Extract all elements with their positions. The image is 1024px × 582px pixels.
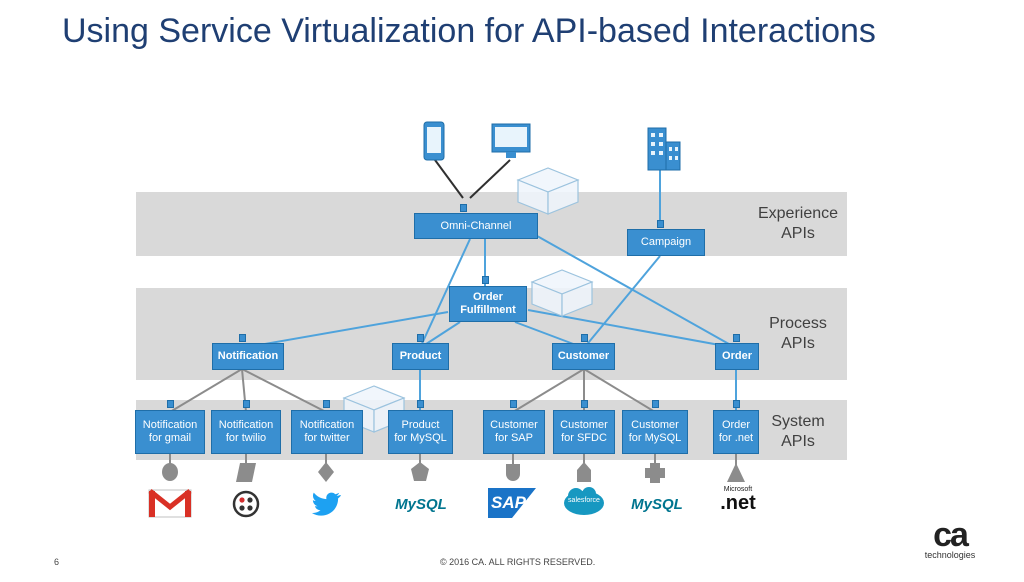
order-node[interactable]: Order bbox=[715, 343, 759, 370]
notification-twitter-node[interactable]: Notification for twitter bbox=[291, 410, 363, 454]
salesforce-logo: salesforce bbox=[562, 486, 606, 518]
twilio-logo bbox=[232, 490, 260, 518]
process-apis-label: Process APIs bbox=[769, 315, 827, 352]
wire-phone-omni bbox=[434, 159, 464, 199]
connector-parallelogram bbox=[236, 463, 256, 482]
connector-cross bbox=[645, 463, 665, 483]
order-net-node[interactable]: Order for .net bbox=[713, 410, 759, 454]
connector-circle bbox=[162, 463, 178, 481]
omni-channel-node[interactable]: Omni-Channel bbox=[414, 213, 538, 239]
notification-gmail-node[interactable]: Notification for gmail bbox=[135, 410, 205, 454]
gmail-logo bbox=[148, 488, 192, 518]
port-omni bbox=[460, 204, 467, 212]
wire-customer-sap bbox=[512, 368, 585, 413]
wire-campaign-customer bbox=[583, 255, 661, 349]
notification-node[interactable]: Notification bbox=[212, 343, 284, 370]
wire-notification-twitter bbox=[241, 368, 327, 413]
wire-customer-mysql bbox=[583, 368, 656, 413]
campaign-node[interactable]: Campaign bbox=[627, 229, 705, 256]
mysql-logo-customer: MySQL bbox=[631, 496, 683, 513]
port-campaign bbox=[657, 220, 664, 228]
wire-notification-gmail bbox=[169, 368, 243, 413]
port-mysql bbox=[417, 400, 424, 408]
ca-technologies-logo: ca technologies bbox=[924, 516, 976, 560]
page-number: 6 bbox=[54, 557, 60, 567]
phone-icon bbox=[423, 121, 445, 161]
virtual-service-cube-icon bbox=[530, 269, 594, 317]
customer-node[interactable]: Customer bbox=[552, 343, 615, 370]
port-sap bbox=[510, 400, 517, 408]
building-icon bbox=[647, 127, 681, 171]
product-mysql-node[interactable]: Product for MySQL bbox=[388, 410, 453, 454]
mysql-logo-product: MySQL bbox=[395, 496, 447, 513]
connector-tag bbox=[506, 464, 520, 481]
monitor-icon bbox=[491, 123, 531, 158]
wire-of-notification bbox=[241, 311, 449, 349]
virtual-service-cube-icon bbox=[516, 167, 580, 215]
connector-diamond bbox=[318, 462, 334, 482]
port-sfdc bbox=[581, 400, 588, 408]
slide-title: Using Service Virtualization for API-bas… bbox=[62, 12, 876, 50]
port-net bbox=[733, 400, 740, 408]
twitter-logo bbox=[310, 490, 342, 518]
microsoft-net-logo: Microsoft .net bbox=[720, 486, 756, 514]
order-fulfillment-node[interactable]: Order Fulfillment bbox=[449, 286, 527, 322]
port-gmail bbox=[167, 400, 174, 408]
customer-sap-node[interactable]: Customer for SAP bbox=[483, 410, 545, 454]
port-twitter bbox=[323, 400, 330, 408]
wire-monitor-omni bbox=[469, 159, 511, 199]
connector-triangle bbox=[727, 463, 745, 482]
notification-twilio-node[interactable]: Notification for twilio bbox=[211, 410, 281, 454]
sap-logo: SAP bbox=[488, 488, 536, 518]
product-node[interactable]: Product bbox=[392, 343, 449, 370]
customer-mysql-node[interactable]: Customer for MySQL bbox=[622, 410, 688, 454]
port-notification bbox=[239, 334, 246, 342]
port-order bbox=[733, 334, 740, 342]
connector-pentagon bbox=[411, 462, 429, 481]
port-customer bbox=[581, 334, 588, 342]
port-orderfulfillment bbox=[482, 276, 489, 284]
wire-omni-product bbox=[419, 238, 471, 349]
port-cmysql bbox=[652, 400, 659, 408]
connector-house bbox=[577, 462, 591, 482]
port-twilio bbox=[243, 400, 250, 408]
port-product bbox=[417, 334, 424, 342]
experience-apis-label: Experience APIs bbox=[757, 205, 839, 242]
copyright-notice: © 2016 CA. ALL RIGHTS RESERVED. bbox=[440, 557, 596, 567]
customer-sfdc-node[interactable]: Customer for SFDC bbox=[553, 410, 615, 454]
system-apis-label: System APIs bbox=[771, 413, 825, 450]
